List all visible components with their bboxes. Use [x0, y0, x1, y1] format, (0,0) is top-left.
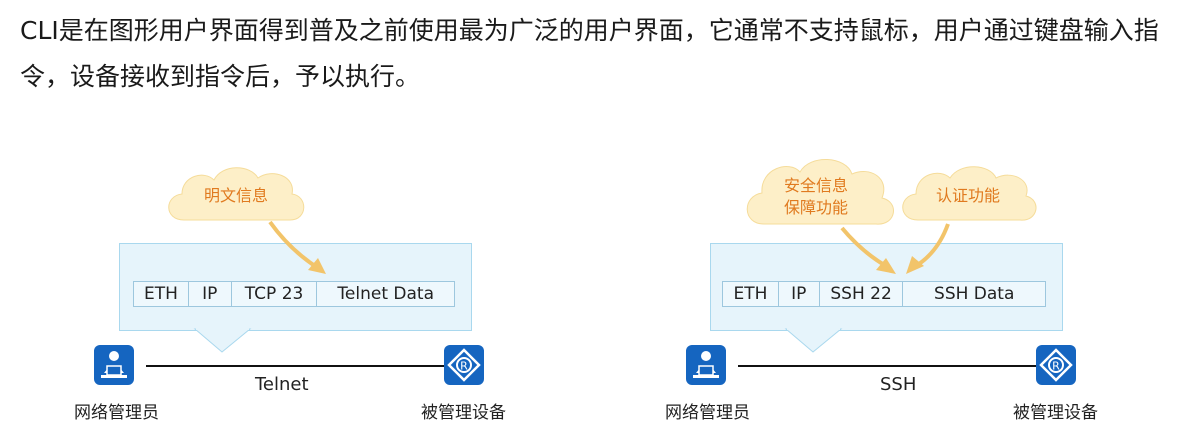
- admin-terminal-icon: [94, 345, 134, 385]
- router-icon: R: [1036, 345, 1076, 385]
- svg-text:R: R: [1052, 360, 1060, 373]
- telnet-link: [146, 365, 474, 367]
- cloud-label-auth: 认证功能: [935, 186, 1000, 205]
- admin-terminal-icon: [686, 345, 726, 385]
- router-icon: R: [444, 345, 484, 385]
- header-field-ip: IP: [189, 282, 232, 306]
- header-field-data: Telnet Data: [337, 284, 434, 304]
- admin-label: 网络管理员: [74, 403, 159, 423]
- header-field-tcp-port: TCP 23: [232, 282, 318, 306]
- cloud-label-security-line1: 安全信息: [783, 176, 848, 195]
- header-field-ip: IP: [779, 282, 820, 306]
- cloud-label-security-line2: 保障功能: [783, 198, 848, 217]
- header-field-eth: ETH: [134, 282, 189, 306]
- telnet-link-label: Telnet: [255, 374, 309, 395]
- header-field-eth: ETH: [723, 282, 779, 306]
- ssh-link: [738, 365, 1038, 367]
- cloud-label-plaintext: 明文信息: [203, 186, 268, 205]
- header-field-ssh-port: SSH 22: [820, 282, 904, 306]
- managed-device-label: 被管理设备: [421, 403, 506, 423]
- admin-label: 网络管理员: [665, 403, 750, 423]
- ssh-packet-header: ETH IP SSH 22 SSH Data: [722, 281, 1046, 307]
- ssh-link-label: SSH: [880, 374, 917, 395]
- header-field-data: SSH Data: [934, 284, 1015, 304]
- svg-text:R: R: [460, 360, 468, 373]
- telnet-packet-header: ETH IP TCP 23 Telnet Data: [133, 281, 455, 307]
- managed-device-label: 被管理设备: [1013, 403, 1098, 423]
- intro-paragraph: CLI是在图形用户界面得到普及之前使用最为广泛的用户界面，它通常不支持鼠标，用户…: [20, 16, 1159, 91]
